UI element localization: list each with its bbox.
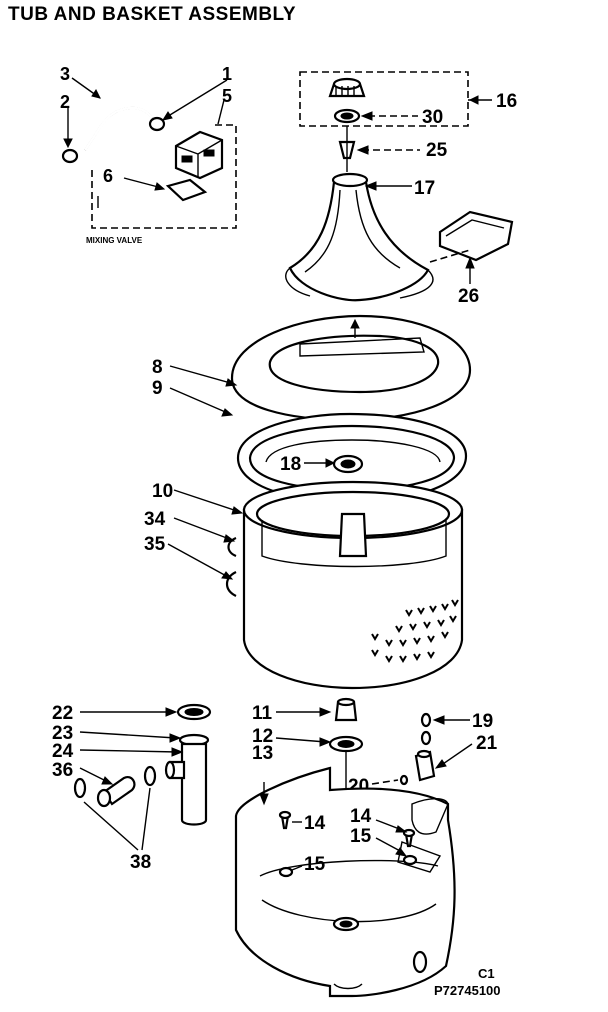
- callout-14-left: 14: [304, 813, 326, 834]
- callout-10: 10: [152, 481, 173, 502]
- part-number-label: P72745100: [434, 983, 501, 998]
- screw-part-15a: [278, 866, 294, 878]
- callout-23: 23: [52, 723, 73, 744]
- callout-2: 2: [60, 92, 70, 112]
- diagram-title: TUB AND BASKET ASSEMBLY: [8, 4, 296, 25]
- agitator-part: [288, 180, 430, 302]
- callout-11: 11: [252, 703, 273, 724]
- callout-6: 6: [103, 166, 113, 186]
- callout-26: 26: [458, 286, 479, 307]
- washer-part-20: [399, 774, 409, 786]
- callout-16: 16: [496, 91, 517, 112]
- basket-hole-pattern: [371, 599, 459, 663]
- callout-15-right: 15: [350, 826, 372, 847]
- agitator-cap-group: 16 30 25: [299, 71, 517, 172]
- washer-part-19: [420, 712, 432, 728]
- callout-30: 30: [422, 107, 443, 128]
- outlet-tube-part-24: [180, 742, 208, 826]
- callout-15-left: 15: [304, 854, 326, 875]
- mixing-valve-label: MIXING VALVE: [86, 236, 143, 245]
- callout-13: 13: [252, 743, 273, 764]
- tub-ring-group: 8 9 18: [152, 314, 472, 504]
- mixing-valve-body: [174, 130, 224, 180]
- clamp-part-2: [61, 148, 79, 164]
- outer-tub-part-13: [234, 766, 456, 998]
- callout-14-right: 14: [350, 806, 372, 827]
- clamp-part-38a: [73, 777, 87, 799]
- drain-hole: [412, 950, 428, 974]
- callout-12: 12: [252, 726, 273, 747]
- callout-1: 1: [222, 64, 232, 84]
- outer-tub-group: 13 14 15 14 15: [234, 743, 456, 998]
- filter-part-26: [438, 210, 514, 262]
- callout-21: 21: [476, 733, 498, 754]
- agitator-group: 17: [285, 172, 435, 302]
- hose-part-36: [102, 776, 136, 806]
- callout-22: 22: [52, 703, 73, 724]
- callout-25: 25: [426, 140, 448, 161]
- basket-group: 10 34 35: [144, 480, 464, 690]
- callout-17: 17: [414, 178, 435, 199]
- mixing-valve-group: 3 2 1 5 6 MIXING VALVE: [60, 64, 237, 245]
- callout-24: 24: [52, 741, 74, 762]
- bracket-part-6: [165, 178, 208, 202]
- callout-38: 38: [130, 852, 151, 873]
- callout-8: 8: [152, 357, 163, 378]
- cap-dashed-box: [299, 71, 469, 127]
- clip-part-34: [227, 536, 237, 558]
- callout-9: 9: [152, 378, 163, 399]
- callout-36: 36: [52, 760, 73, 781]
- basket-part-10: [242, 508, 464, 690]
- callout-35: 35: [144, 534, 166, 555]
- revision-code: C1: [478, 966, 495, 981]
- callout-5: 5: [222, 86, 232, 106]
- screw-part-15b: [402, 854, 418, 866]
- mixing-valve-dashed-box: [91, 124, 237, 229]
- callout-3: 3: [60, 64, 70, 84]
- clamp-part-38b: [143, 765, 157, 787]
- callout-18: 18: [280, 454, 301, 475]
- hose-part: [84, 106, 153, 151]
- drive-hub-group: 11 12: [252, 697, 364, 924]
- callout-19: 19: [472, 711, 493, 732]
- callout-34: 34: [144, 509, 166, 530]
- clamp-part-1: [148, 116, 166, 132]
- filter-group: 26: [429, 210, 514, 307]
- fitting-group: 19 21 20: [348, 711, 498, 797]
- outlet-group: 22 23 24 36 38: [52, 703, 212, 873]
